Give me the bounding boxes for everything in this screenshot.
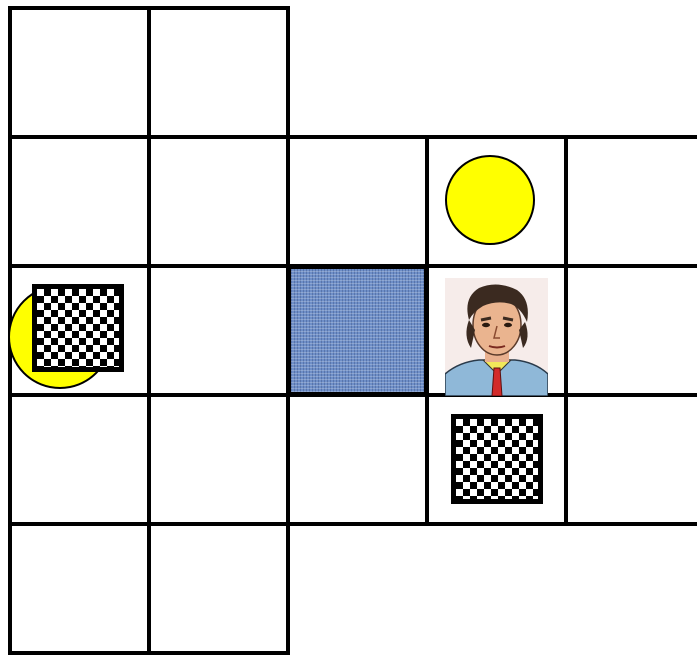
crate-icon xyxy=(32,284,124,372)
floor-cell xyxy=(286,135,429,268)
floor-cell xyxy=(147,522,290,655)
floor-cell xyxy=(8,522,151,655)
floor-cell xyxy=(8,393,151,526)
floor-cell xyxy=(8,6,151,139)
player-icon xyxy=(445,278,548,396)
floor-cell xyxy=(564,393,697,526)
floor-cell xyxy=(286,393,429,526)
wall-tile-icon xyxy=(288,266,427,395)
floor-cell xyxy=(147,6,290,139)
floor-cell xyxy=(8,135,151,268)
crate-icon xyxy=(451,414,543,504)
man-portrait-icon xyxy=(445,278,548,396)
floor-cell xyxy=(147,135,290,268)
floor-cell xyxy=(564,135,697,268)
floor-cell xyxy=(147,264,290,397)
goal-circle-icon xyxy=(445,155,535,245)
floor-cell xyxy=(564,264,697,397)
floor-cell xyxy=(147,393,290,526)
